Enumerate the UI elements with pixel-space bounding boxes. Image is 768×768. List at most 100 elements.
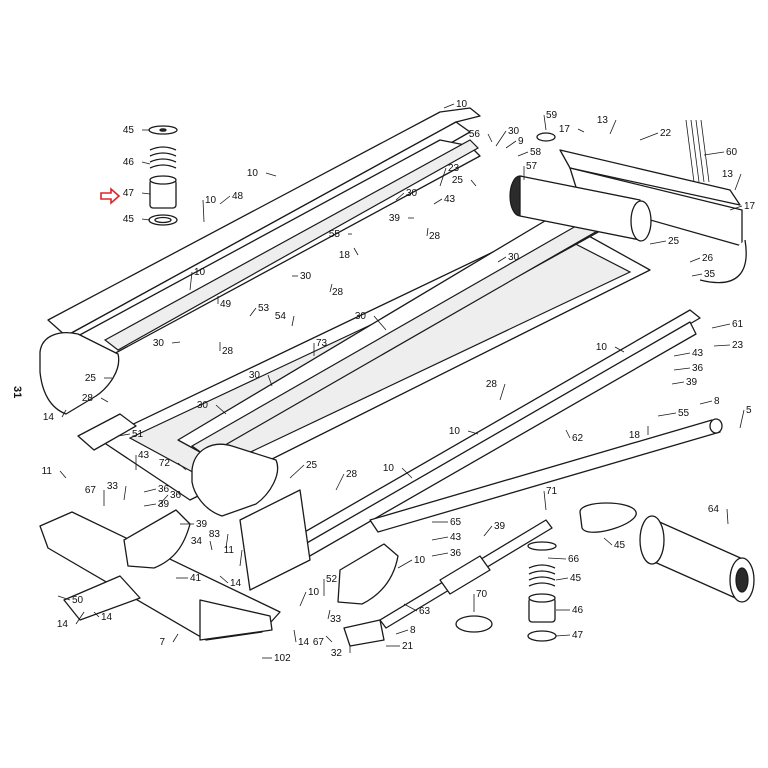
callout-leader-25 [470, 179, 477, 187]
callout-25: 25 [668, 236, 680, 247]
callout-43: 43 [450, 532, 462, 543]
callout-39: 39 [158, 499, 170, 510]
callout-67: 67 [313, 637, 325, 648]
callout-47: 47 [123, 188, 135, 199]
callout-leader-10 [189, 271, 193, 291]
callout-43: 43 [692, 348, 704, 359]
callout-leader-66 [547, 557, 567, 560]
callout-50: 50 [72, 595, 84, 606]
callout-10: 10 [383, 463, 395, 474]
callout-11: 11 [224, 545, 235, 556]
highlight-arrow-icon [100, 187, 121, 205]
callout-leader-30 [395, 192, 405, 201]
callout-leader-25 [649, 240, 667, 245]
callout-41: 41 [190, 573, 202, 584]
rear-roller [509, 132, 652, 242]
callout-leader-28 [426, 227, 429, 237]
extension-wire [455, 615, 493, 633]
callout-83: 83 [209, 529, 221, 540]
callout-leader-45 [555, 577, 569, 581]
callout-leader-39 [143, 503, 157, 507]
callout-10: 10 [596, 342, 608, 353]
callout-leader-28 [329, 283, 333, 293]
callout-leader-43 [431, 536, 449, 541]
callout-54: 54 [275, 311, 287, 322]
callout-55: 55 [329, 229, 341, 240]
callout-10: 10 [414, 555, 426, 566]
callout-30: 30 [355, 311, 367, 322]
callout-66: 66 [568, 554, 580, 565]
callout-leader-10 [614, 346, 625, 353]
callout-22: 22 [660, 128, 672, 139]
callout-8: 8 [410, 625, 416, 636]
callout-14: 14 [43, 412, 55, 423]
callout-21: 21 [402, 641, 414, 652]
callout-leader-59 [543, 114, 547, 131]
callout-leader-28 [499, 383, 506, 401]
callout-leader-53 [249, 307, 257, 317]
callout-leader-13 [734, 173, 742, 191]
callout-30: 30 [197, 400, 209, 411]
callout-leader-30 [215, 404, 227, 415]
callout-leader-47 [555, 634, 571, 637]
callout-10: 10 [308, 587, 320, 598]
callout-30: 30 [300, 271, 312, 282]
callout-leader-61 [711, 323, 731, 329]
callout-leader-33 [327, 609, 331, 620]
callout-28: 28 [346, 469, 358, 480]
callout-62: 62 [572, 433, 584, 444]
callout-39: 39 [494, 521, 506, 532]
callout-17: 17 [744, 201, 756, 212]
callout-leader-48 [219, 195, 231, 205]
callout-36: 36 [170, 490, 182, 501]
callout-56: 56 [469, 129, 481, 140]
callout-59: 59 [546, 110, 558, 121]
right-front-cap [191, 443, 279, 517]
callout-28: 28 [429, 231, 441, 242]
callout-leader-8 [395, 629, 409, 635]
callout-28: 28 [222, 346, 234, 357]
callout-73: 73 [316, 338, 328, 349]
callout-leader-56 [487, 133, 493, 143]
callout-14: 14 [230, 578, 242, 589]
callout-leader-39 [483, 525, 493, 537]
callout-leader-50 [57, 595, 71, 601]
hood-cover-71 [123, 509, 191, 569]
callout-leader-45 [141, 218, 151, 221]
callout-33: 33 [330, 614, 342, 625]
callout-26: 26 [702, 253, 714, 264]
callout-45: 45 [614, 540, 626, 551]
callout-leader-10 [443, 103, 455, 109]
callout-10: 10 [194, 267, 206, 278]
hood-cover-66 [337, 543, 399, 605]
callout-71: 71 [546, 486, 558, 497]
callout-14: 14 [101, 612, 113, 623]
front-roller [369, 418, 723, 533]
callout-leader-51 [117, 433, 131, 437]
callout-51: 51 [132, 429, 144, 440]
left-front-cap [39, 332, 120, 415]
callout-leader-47 [141, 192, 151, 195]
callout-leader-14 [293, 629, 297, 643]
callout-leader-13 [609, 119, 617, 135]
callout-30: 30 [508, 126, 520, 137]
callout-leader-7 [172, 633, 179, 643]
callout-leader-72 [177, 462, 187, 471]
callout-leader-30 [373, 315, 387, 331]
bracket [343, 619, 385, 647]
callout-leader-17 [729, 205, 743, 211]
callout-48: 48 [232, 191, 244, 202]
callout-leader-35 [691, 273, 703, 277]
callout-60: 60 [726, 147, 738, 158]
callout-28: 28 [332, 287, 344, 298]
shock-stack-left [148, 125, 178, 226]
callout-leader-46 [141, 161, 151, 165]
callout-leader-30 [171, 341, 181, 344]
callout-10: 10 [456, 99, 468, 110]
callout-8: 8 [714, 396, 720, 407]
callout-leader-60 [703, 151, 725, 156]
callout-14: 14 [57, 619, 69, 630]
callout-leader-33 [123, 485, 127, 501]
